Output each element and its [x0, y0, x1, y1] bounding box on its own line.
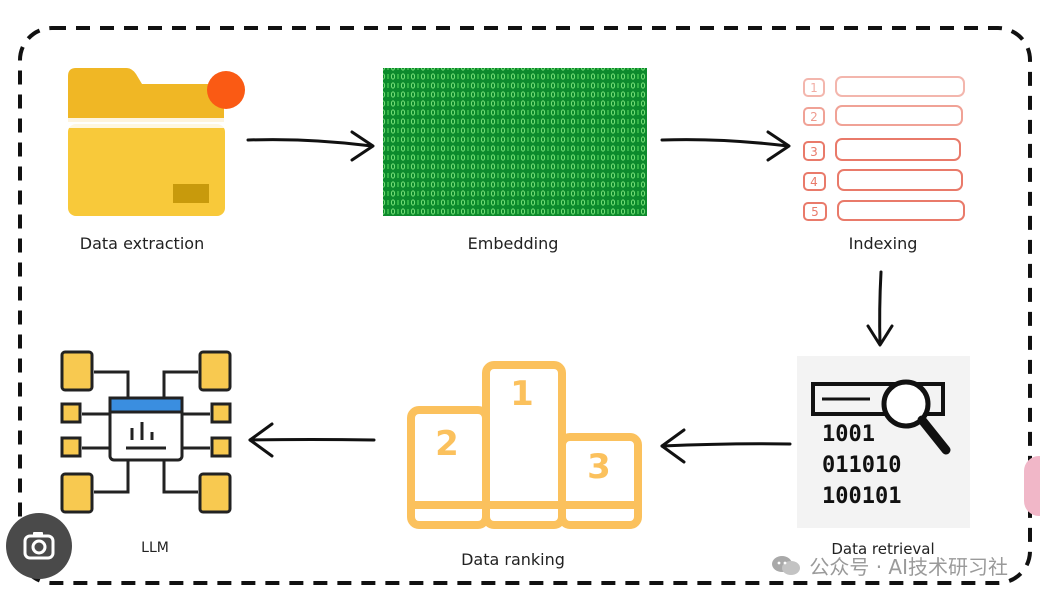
- side-tab[interactable]: [1024, 456, 1040, 516]
- index-number-4: 4: [810, 175, 818, 189]
- label-indexing: Indexing: [848, 234, 918, 253]
- podium-number-3: 3: [587, 447, 611, 487]
- label-data-retrieval: Data retrieval: [831, 540, 935, 558]
- numbered-list-icon: [803, 76, 965, 221]
- binary-row-2: 011010: [822, 453, 901, 478]
- arrow-embedding-to-indexing: [660, 130, 791, 162]
- watermark: 公众号 · AI技术研习社: [771, 551, 1008, 580]
- index-number-2: 2: [810, 110, 818, 124]
- watermark-text: 公众号 · AI技术研习社: [809, 555, 1008, 579]
- binary-row-3: 100101: [822, 484, 901, 509]
- index-number-5: 5: [811, 205, 819, 219]
- arrow-retrieval-to-ranking: [660, 428, 792, 464]
- image-lens-icon[interactable]: [6, 513, 72, 579]
- arrow-extraction-to-embedding: [246, 130, 375, 162]
- index-number-3: 3: [810, 145, 818, 159]
- podium-number-2: 2: [435, 424, 459, 464]
- search-binary-icon: [797, 356, 970, 528]
- podium-number-1: 1: [510, 374, 534, 414]
- camera-lens-glyph: [23, 532, 55, 560]
- llm-network-icon: [60, 350, 232, 514]
- notification-dot: [207, 71, 245, 109]
- podium-icon: [407, 361, 642, 529]
- binary-row-1: 1001: [822, 422, 875, 447]
- arrows: [246, 130, 894, 464]
- wechat-icon: [772, 555, 801, 575]
- arrow-indexing-to-retrieval: [866, 270, 894, 347]
- index-number-1: 1: [810, 81, 818, 95]
- label-data-extraction: Data extraction: [79, 234, 205, 253]
- label-embedding: Embedding: [467, 234, 559, 253]
- label-data-ranking: Data ranking: [461, 550, 565, 569]
- arrow-ranking-to-llm: [248, 422, 376, 458]
- binary-matrix-icon: [383, 68, 647, 216]
- label-llm: LLM: [141, 540, 169, 556]
- folder-icon: [68, 68, 245, 216]
